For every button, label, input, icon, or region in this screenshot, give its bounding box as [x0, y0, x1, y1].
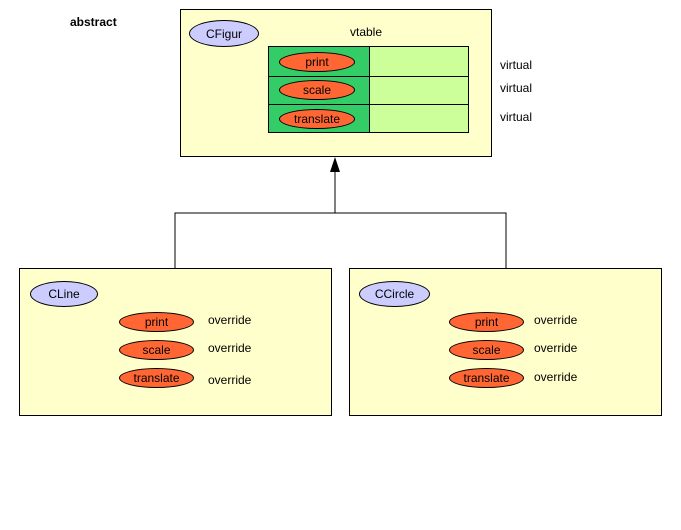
ccircle-method-print: print — [449, 312, 524, 332]
modifier-scale: virtual — [500, 81, 533, 95]
cline-modifier-print: override — [208, 313, 252, 327]
modifier-print: virtual — [500, 58, 533, 72]
inheritance-arrowhead — [330, 157, 340, 172]
method-label: scale — [142, 343, 171, 357]
ccircle-modifier-print: override — [534, 313, 578, 327]
cline-modifier-scale: override — [208, 341, 252, 355]
inheritance-connector — [174, 212, 507, 268]
ccircle-class-label: CCircle — [374, 287, 415, 301]
vtable-pointer-scale — [369, 76, 469, 105]
base-method-translate: translate — [279, 109, 355, 129]
cline-method-scale: scale — [119, 340, 194, 360]
ccircle-modifier-scale: override — [534, 341, 578, 355]
method-label: translate — [463, 371, 510, 385]
cline-method-translate: translate — [119, 368, 194, 388]
base-class-name: CFigur — [189, 20, 259, 47]
vtable-label: vtable — [350, 25, 383, 39]
modifier-translate: virtual — [500, 110, 533, 124]
method-label: translate — [293, 112, 341, 126]
ccircle-modifier-translate: override — [534, 370, 578, 384]
base-method-print: print — [279, 52, 355, 72]
method-label: print — [144, 315, 169, 329]
method-label: print — [474, 315, 499, 329]
cline-method-print: print — [119, 312, 194, 332]
method-label: scale — [302, 83, 331, 97]
method-label: translate — [133, 371, 180, 385]
base-class-label: CFigur — [205, 26, 242, 41]
cline-class-name: CLine — [30, 281, 98, 307]
ccircle-class-name: CCircle — [359, 281, 430, 307]
base-method-scale: scale — [279, 80, 355, 100]
method-label: scale — [472, 343, 501, 357]
cline-modifier-translate: override — [208, 373, 252, 387]
vtable-pointer-translate — [369, 104, 469, 133]
cline-class-label: CLine — [48, 287, 80, 301]
method-label: print — [305, 55, 329, 69]
ccircle-method-translate: translate — [449, 368, 524, 388]
ccircle-method-scale: scale — [449, 340, 524, 360]
vtable-pointer-print — [369, 46, 469, 77]
abstract-label: abstract — [70, 15, 117, 29]
